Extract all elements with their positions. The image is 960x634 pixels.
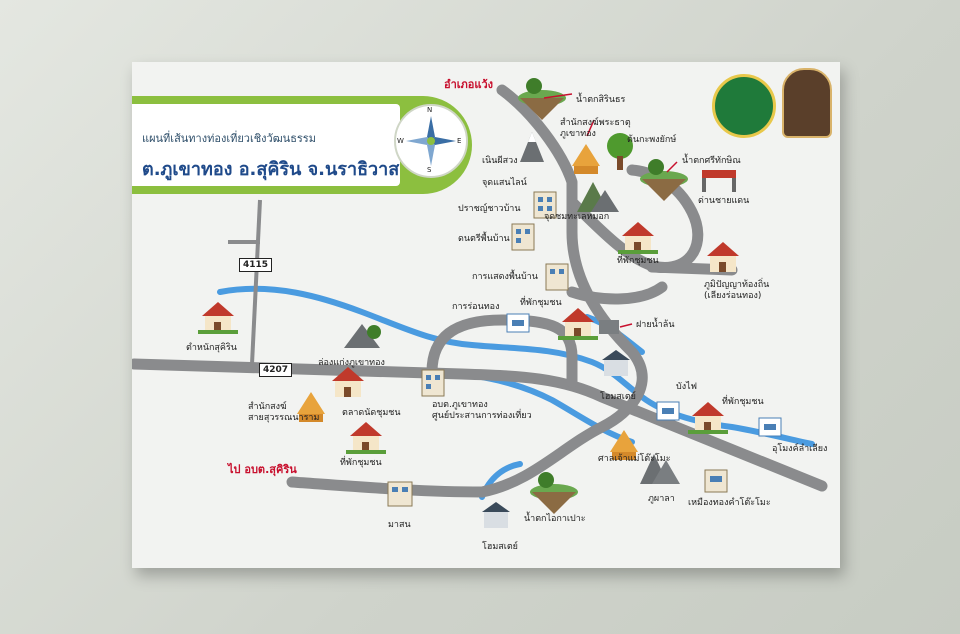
compass-s: S: [427, 166, 432, 174]
road-sign-4207: 4207: [259, 363, 293, 377]
compass-e: E: [457, 137, 462, 145]
building-icon: [533, 191, 557, 219]
road-loop: [426, 314, 578, 388]
place-label: จุดแสนไลน์: [482, 178, 527, 188]
map-subtitle: แผนที่เส้นทางท่องเที่ยวเชิงวัฒนธรรม: [142, 132, 316, 145]
direction-top: อำเภอแว้ง: [444, 78, 494, 91]
district-emblem-icon: [782, 68, 832, 138]
house-icon: [332, 367, 364, 397]
place-label: ตลาดนัดชุมชน: [342, 408, 401, 418]
mountain-icon: [577, 182, 619, 212]
place-label: น้ำตกสิรินธร: [576, 95, 626, 105]
road-to-sukhirin: [286, 476, 488, 498]
mountain-icon: [640, 454, 680, 484]
place-label: โฮมสเตย์: [600, 392, 636, 402]
building-icon: [545, 263, 569, 291]
house-icon: [198, 302, 238, 334]
homestay-icon: [602, 350, 630, 376]
roads: [132, 84, 828, 498]
place-label: เหมืองทองคำโต๊ะโมะ: [688, 498, 771, 508]
building-icon: [511, 223, 535, 251]
office-icon: [506, 313, 530, 333]
place-label: สำนักสงฆ์ สายสุวรรณนาราม: [248, 402, 320, 423]
place-label: ภูผาลา: [648, 494, 675, 504]
title-panel: แผนที่เส้นทางท่องเที่ยวเชิงวัฒนธรรม ต.ภู…: [132, 104, 400, 186]
place-label: ศาลเจ้าแม่โต๊ะโมะ: [598, 454, 671, 464]
pointer-lines: [543, 93, 678, 328]
main-river: [217, 285, 815, 447]
road-sign-4115: 4115: [239, 258, 273, 272]
organization-seal-icon: [712, 74, 776, 138]
road-4115: [228, 199, 262, 365]
tree-icon: [607, 133, 633, 170]
place-label: เนินผีสวง: [482, 156, 518, 166]
house-icons: [198, 222, 739, 454]
rafting-icon: [344, 324, 381, 348]
place-label: อบต.ภูเขาทอง ศูนย์ประสานการท่องเที่ยว: [432, 400, 532, 421]
house-icon: [688, 402, 728, 434]
map-canvas: [132, 78, 828, 528]
place-label: ด่านชายแดน: [698, 196, 750, 206]
house-icon: [558, 308, 598, 340]
place-label: การแสดงพื้นบ้าน: [472, 272, 538, 282]
place-label: น้ำตกศรีทักษิณ: [682, 156, 741, 166]
direction-bottom: ไป อบต.สุคิริน: [228, 463, 297, 476]
building-icon: [387, 481, 413, 507]
place-label: การร่อนทอง: [452, 302, 500, 312]
road-north-south: [476, 84, 648, 498]
place-label: ดนตรีพื้นบ้าน: [458, 234, 510, 244]
place-label: ตำหนักสุคิริน: [186, 343, 237, 353]
map-poster: แผนที่เส้นทางท่องเที่ยวเชิงวัฒนธรรม ต.ภู…: [132, 62, 840, 568]
place-label: ที่พักชุมชน: [340, 458, 382, 468]
office-icon: [758, 417, 782, 437]
place-label: จุดชมทะเลหมอก: [544, 212, 610, 222]
compass-rose-icon: N S W E: [394, 104, 468, 178]
place-label: ต้นกะพงยักษ์: [627, 135, 677, 145]
place-label: โฮมสเตย์: [482, 542, 518, 552]
map-title: ต.ภูเขาทอง อ.สุคิริน จ.นราธิวาส: [142, 159, 400, 180]
place-label: ที่พักชุมชน: [520, 298, 562, 308]
place-label: ฝายน้ำล้น: [636, 320, 675, 330]
place-label: อุโมงค์ลำเลียง: [772, 444, 828, 454]
floating-island-icon: [518, 78, 566, 120]
office-icon: [656, 401, 680, 421]
floating-island-icon: [640, 159, 688, 201]
building-icon: [421, 369, 445, 397]
island-icons: [344, 78, 688, 514]
place-label: มาสน: [388, 520, 411, 530]
house-icon: [346, 422, 386, 454]
office-icon: [704, 469, 728, 493]
mountain-icons: [520, 132, 680, 484]
temple-icon: [610, 430, 638, 460]
temple-icons: [297, 144, 638, 460]
floating-island-icon: [530, 472, 578, 514]
temple-icon: [572, 144, 600, 174]
place-label: น้ำตกไอกาเปาะ: [524, 514, 586, 524]
place-label: สำนักสงฆ์พระธาตุ ภูเขาทอง: [560, 118, 631, 139]
place-label: ล่องแก่งภูเขาทอง: [318, 358, 385, 368]
house-icon: [618, 222, 658, 254]
temple-icon: [297, 392, 325, 422]
house-icon: [707, 242, 739, 272]
mountain-icon: [520, 132, 544, 162]
place-label: ภูมิปัญญาท้องถิ่น (เลียงร่อนทอง): [704, 280, 770, 301]
road-4207: [132, 358, 828, 492]
building-icons: [387, 191, 782, 528]
place-label: ปราชญ์ชาวบ้าน: [458, 204, 521, 214]
place-label: ที่พักชุมชน: [722, 397, 764, 407]
place-label: ที่พักชุมชน: [617, 256, 659, 266]
place-label: บังไฟ: [676, 382, 698, 392]
border-gate-icon: [702, 170, 736, 192]
homestay-icon: [482, 502, 510, 528]
road-resort: [566, 281, 668, 305]
compass-n: N: [427, 106, 433, 114]
dam-icon: [599, 320, 619, 334]
compass-w: W: [397, 137, 404, 145]
